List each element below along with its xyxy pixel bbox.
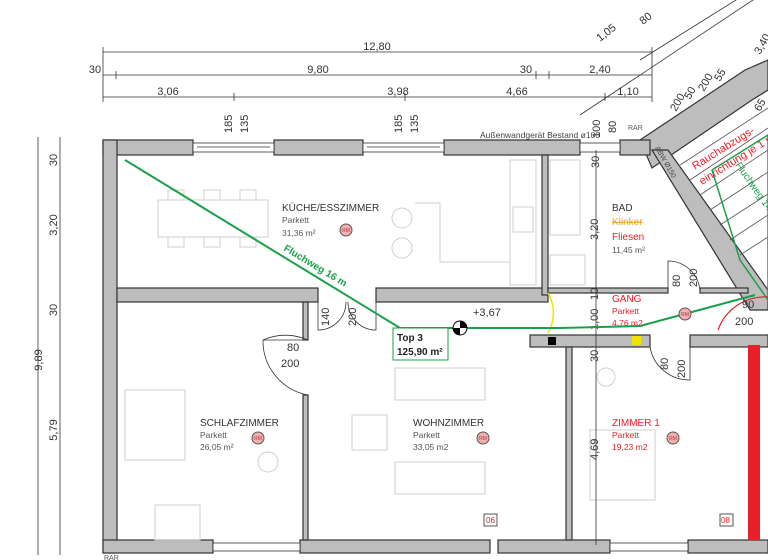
dim: 1,10 (617, 86, 638, 98)
dim: 200 (347, 308, 359, 326)
dim: 3,06 (157, 86, 178, 98)
marker-icon (632, 336, 641, 345)
dim: 65 (752, 97, 768, 114)
dim: 30 (589, 350, 601, 362)
room-name: BAD (612, 203, 633, 214)
furniture (124, 159, 656, 541)
dim: 30 (89, 64, 101, 76)
rm-label: RM (479, 436, 487, 442)
windows (192, 142, 689, 552)
room-schlafzimmer: SCHLAFZIMMER Parkett 26,05 m² (200, 418, 279, 452)
dim: 55 (712, 67, 729, 84)
red-wall-marker (748, 345, 760, 540)
room-area: 11,45 m² (612, 245, 645, 255)
dim: 80 (671, 275, 683, 287)
dim: 50 (682, 85, 699, 102)
rm-label: RM (254, 436, 262, 442)
dim: 80 (287, 342, 299, 354)
smoke-detector-icon: RM (476, 431, 490, 445)
room-name: GANG (612, 294, 642, 305)
room-kueche: KÜCHE/ESSZIMMER Parkett 31,36 m² (282, 202, 379, 238)
room-floor: Parkett (200, 430, 228, 440)
dim: 3,20 (48, 214, 60, 235)
left-dimensions: 9,89 30 3,20 30 5,79 (33, 137, 61, 555)
room-name: ZIMMER 1 (612, 418, 660, 429)
window-tag: 06 (486, 516, 495, 525)
rar-label: RAR (628, 125, 643, 132)
walls (102, 139, 768, 554)
marker-icon (548, 337, 556, 345)
room-floor: Fliesen (612, 232, 644, 243)
window-tags: 06 08 (483, 513, 734, 527)
dim: 1,00 (589, 309, 601, 330)
smoke-detector-icon: RM (666, 431, 680, 445)
room-area: 26,05 m² (200, 442, 234, 452)
top-dimensions: 12,80 30 9,80 30 2,40 3,06 3,98 4,66 1,1… (89, 41, 653, 102)
top-name: Top 3 (397, 333, 423, 344)
room-name: WOHNZIMMER (413, 418, 484, 429)
dim: 140 (320, 308, 332, 326)
fluchweg-label: Fluchweg 16 m (281, 243, 348, 289)
room-area: 19,23 m2 (612, 442, 648, 452)
level-label: +3,67 (473, 307, 501, 319)
dim: 3,20 (589, 219, 601, 240)
escape-route: Fluchweg 16 m Top 3 125,90 m² +3,67 (124, 159, 756, 361)
dim: 135 (239, 115, 251, 133)
window-tag: 08 (721, 516, 730, 525)
rm-label: RM (669, 436, 677, 442)
dim: 80 (637, 10, 654, 27)
smoke-detector-icon: RM (678, 307, 692, 321)
room-floor: Parkett (612, 430, 640, 440)
smoke-detector-icon: RM (339, 223, 353, 237)
room-name: KÜCHE/ESSZIMMER (282, 202, 379, 214)
dim: 2,40 (589, 64, 610, 76)
dim: 4,69 (589, 439, 601, 460)
smoke-detectors: RM RM RM RM RM (251, 223, 692, 445)
dim: 200 (281, 358, 299, 370)
dim: 90 (742, 299, 754, 311)
aussenwand-label: Außenwandgerät Bestand ø100 (480, 130, 600, 140)
room-floor: Parkett (282, 215, 310, 225)
dim: 3,40 (752, 32, 768, 57)
dim: 185 (393, 115, 405, 133)
rar-label-bottom: RAR (104, 555, 119, 560)
dim: 9,80 (307, 64, 328, 76)
dim: 200 (735, 316, 753, 328)
dim: 4,66 (506, 86, 527, 98)
dim-left-total: 9,89 (33, 349, 45, 370)
top-area: 125,90 m² (397, 347, 443, 358)
dim: 135 (409, 115, 421, 133)
dim: 100 (591, 120, 603, 138)
dim: 5,79 (48, 419, 60, 440)
dim: 200 (676, 360, 688, 378)
room-floor: Parkett (413, 430, 441, 440)
dim: 80 (607, 121, 619, 133)
room-gang: GANG Parkett 4,76 m2 (612, 294, 643, 328)
dim: 80 (659, 358, 671, 370)
stairwell: 1,05 80 3,40 200 50 200 55 65 Rauchabzug… (579, 0, 768, 311)
room-floor: Parkett (612, 306, 640, 316)
dim: 10 (589, 288, 601, 300)
smoke-detector-icon: RM (251, 431, 265, 445)
dim-top-total: 12,80 (363, 41, 391, 53)
room-area: 31,36 m² (282, 228, 316, 238)
room-area: 4,76 m2 (612, 318, 643, 328)
dim: 30 (48, 304, 60, 316)
rm-label: RM (342, 228, 350, 234)
room-floor-struck: Klinker (612, 217, 643, 228)
dim: 1,05 (594, 22, 618, 45)
room-area: 33,05 m2 (413, 442, 449, 452)
dim: 3,98 (387, 86, 408, 98)
room-wohnzimmer: WOHNZIMMER Parkett 33,05 m2 (413, 418, 484, 452)
room-bad: BAD Klinker Fliesen 11,45 m² (612, 203, 645, 255)
dim: 185 (223, 115, 235, 133)
dim: 200 (688, 269, 700, 287)
dim: 30 (48, 154, 60, 166)
dim: 30 (520, 64, 532, 76)
rm-label: RM (681, 312, 689, 318)
room-zimmer1: ZIMMER 1 Parkett 19,23 m2 (612, 418, 660, 452)
room-name: SCHLAFZIMMER (200, 418, 279, 429)
doors (262, 260, 768, 396)
